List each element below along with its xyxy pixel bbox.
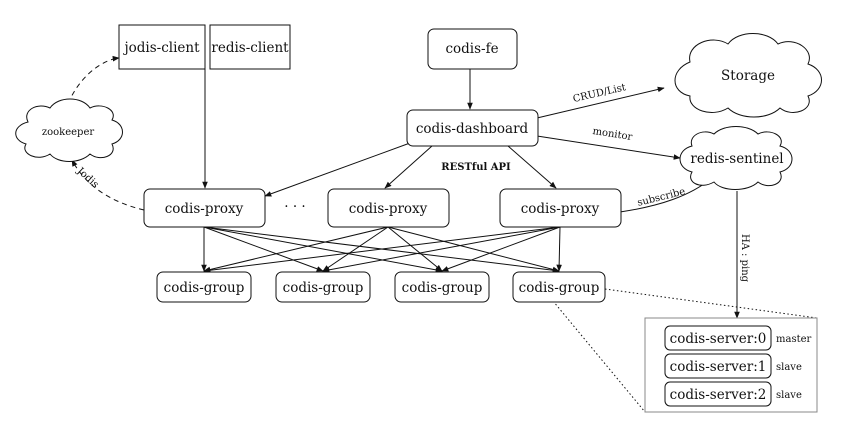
codis-proxy-label: codis-proxy [521, 201, 600, 217]
codis-server-role: slave [776, 362, 802, 373]
zookeeper-label: zookeeper [42, 127, 95, 138]
edge-proxy-group [322, 226, 561, 273]
jodis-client-label: jodis-client [122, 40, 200, 56]
codis-group-label: codis-group [164, 280, 245, 296]
storage-label: Storage [721, 68, 775, 84]
proxy-group-mesh [201, 226, 562, 274]
edge-proxy-group [387, 226, 560, 273]
edge-proxy-group [441, 226, 561, 272]
edge-proxy-group [387, 226, 443, 272]
zoom-line-bottom [552, 300, 646, 413]
codis-server-name: codis-server:1 [670, 359, 767, 375]
edge-dashboard-proxy-1 [264, 142, 411, 197]
redis-client-label: redis-client [211, 40, 289, 56]
edge-proxy-zookeeper [71, 159, 145, 211]
codis-group-node: codis-group [512, 271, 606, 303]
codis-proxy-node: codis-proxy [327, 188, 450, 228]
subscribe-label: subscribe [636, 186, 686, 209]
edge-dashboard-proxy-3 [507, 145, 557, 189]
redis-sentinel-label: redis-sentinel [690, 151, 783, 167]
codis-server-name: codis-server:2 [670, 387, 767, 403]
codis-proxy-node: codis-proxy [499, 188, 622, 228]
codis-dashboard-label: codis-dashboard [416, 121, 529, 137]
codis-server-0: codis-server:0 master [664, 325, 812, 351]
codis-group-node: codis-group [394, 271, 490, 303]
jodis-client-node: jodis-client [118, 24, 206, 70]
codis-server-role: master [776, 334, 812, 345]
edge-proxy-group [203, 226, 561, 274]
edge-proxy-group [322, 226, 389, 272]
codis-group-label: codis-group [519, 280, 600, 296]
edge-proxy-group [203, 226, 389, 273]
codis-proxy-label: codis-proxy [165, 201, 244, 217]
edge-proxy-group [556, 226, 562, 272]
codis-group-label: codis-group [283, 280, 364, 296]
codis-server-1: codis-server:1 slave [664, 353, 802, 379]
codis-dashboard-node: codis-dashboard [406, 109, 539, 147]
zoom-line-top [604, 288, 818, 319]
codis-group-label: codis-group [402, 280, 483, 296]
monitor-label: monitor [592, 126, 633, 143]
codis-group-node: codis-group [156, 271, 252, 303]
codis-server-2: codis-server:2 slave [664, 381, 802, 407]
crud-list-label: CRUD/List [572, 82, 627, 105]
codis-fe-node: codis-fe [427, 28, 518, 70]
codis-proxy-label: codis-proxy [349, 201, 428, 217]
edges [64, 55, 818, 413]
redis-client-node: redis-client [209, 24, 291, 70]
proxy-ellipsis: · · · [284, 199, 305, 215]
codis-server-name: codis-server:0 [670, 331, 767, 347]
edge-dashboard-sentinel [536, 135, 681, 160]
codis-server-role: slave [776, 390, 802, 401]
codis-fe-label: codis-fe [445, 41, 498, 57]
edge-proxy-group [203, 226, 324, 272]
codis-proxy-node: codis-proxy [143, 188, 266, 228]
codis-group-node: codis-group [275, 271, 371, 303]
edge-proxy-group [203, 226, 443, 273]
edge-dashboard-proxy-2 [384, 145, 433, 189]
edge-dashboard-storage [536, 86, 665, 119]
jodis-label: Jodis [74, 165, 101, 190]
storage-cloud: Storage [674, 33, 822, 118]
zookeeper-cloud: zookeeper [15, 98, 123, 162]
redis-sentinel-cloud: redis-sentinel [679, 126, 793, 190]
codis-server-panel: codis-server:0 master codis-server:1 sla… [644, 317, 818, 413]
ha-ping-label: HA : ping [739, 234, 750, 283]
restful-api-label: RESTful API [441, 162, 511, 173]
